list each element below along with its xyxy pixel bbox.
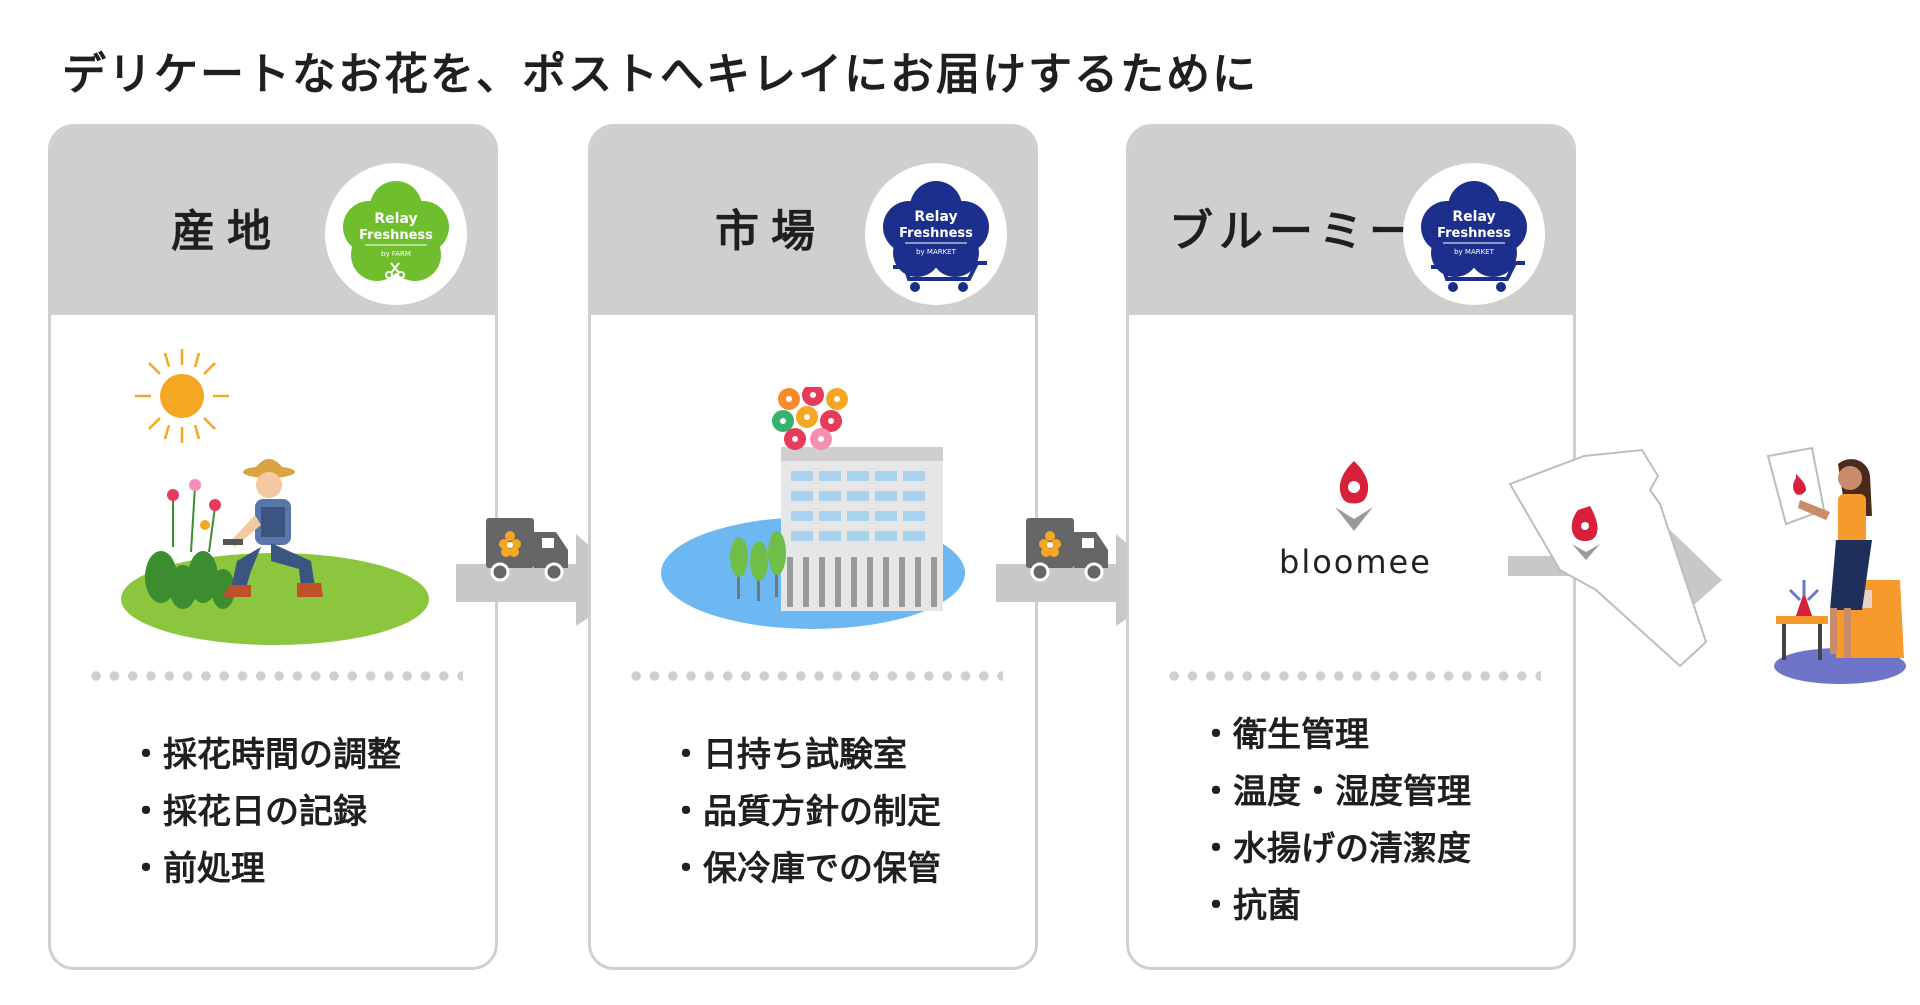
list-item: 品質方針の制定: [669, 784, 941, 841]
badge-line1: Relay: [914, 209, 957, 225]
list-item: 保冷庫での保管: [669, 841, 941, 898]
woman-reading-icon: [1766, 446, 1906, 684]
truck-icon: [1026, 518, 1108, 582]
stage-card-farm: 産地 Relay Freshness by FARM: [48, 124, 498, 970]
dotted-divider: [1165, 671, 1541, 681]
stage-title-farm: 産地: [171, 206, 283, 257]
relay-freshness-farm-badge: Relay Freshness by FARM: [325, 163, 467, 305]
page-title: デリケートなお花を、ポストへキレイにお届けするために: [62, 49, 1258, 100]
cart-icon: [1431, 261, 1525, 281]
list-item: 日持ち試験室: [669, 727, 941, 784]
list-item: 前処理: [129, 841, 401, 898]
badge-line1: Relay: [1452, 209, 1495, 225]
list-item: 衛生管理: [1199, 707, 1471, 764]
flowers-icon: [772, 387, 848, 450]
flower-package-icon: [1508, 448, 1708, 668]
list-item: 抗菌: [1199, 878, 1471, 935]
bloomee-logo-icon: [1335, 461, 1373, 531]
dotted-divider: [87, 671, 463, 681]
stage-title-market: 市場: [715, 206, 827, 257]
badge-line2: Freshness: [1437, 226, 1511, 241]
stage-items-market: 日持ち試験室 品質方針の制定 保冷庫での保管: [669, 727, 941, 898]
truck-icon: [486, 518, 568, 582]
sun-icon: [135, 349, 229, 443]
market-building-illustration: [661, 387, 965, 629]
list-item: 採花日の記録: [129, 784, 401, 841]
badge-line2: Freshness: [899, 226, 973, 241]
cart-icon: [893, 261, 987, 281]
stage-items-farm: 採花時間の調整 採花日の記録 前処理: [129, 727, 401, 898]
dotted-divider: [627, 671, 1003, 681]
badge-line1: Relay: [374, 211, 417, 227]
list-item: 採花時間の調整: [129, 727, 401, 784]
stage-card-market: 市場 Relay Freshness by MARKET: [588, 124, 1038, 970]
badge-sub: by FARM: [381, 250, 411, 258]
relay-freshness-market-badge: Relay Freshness by MARKET: [1403, 163, 1545, 305]
list-item: 温度・湿度管理: [1199, 764, 1471, 821]
relay-freshness-market-badge: Relay Freshness by MARKET: [865, 163, 1007, 305]
list-item: 水揚げの清潔度: [1199, 821, 1471, 878]
farmer-illustration: [121, 349, 429, 645]
scissors-icon: [385, 262, 405, 279]
bloomee-wordmark: bloomee: [1279, 543, 1432, 581]
stage-items-bloomee: 衛生管理 温度・湿度管理 水揚げの清潔度 抗菌: [1199, 707, 1471, 935]
badge-sub: by MARKET: [1454, 248, 1495, 256]
badge-sub: by MARKET: [916, 248, 957, 256]
trees-icon: [730, 531, 786, 601]
badge-line2: Freshness: [359, 228, 433, 243]
stage-title-bloomee: ブルーミー: [1169, 206, 1419, 257]
delivery-illustration: [1508, 446, 1906, 684]
